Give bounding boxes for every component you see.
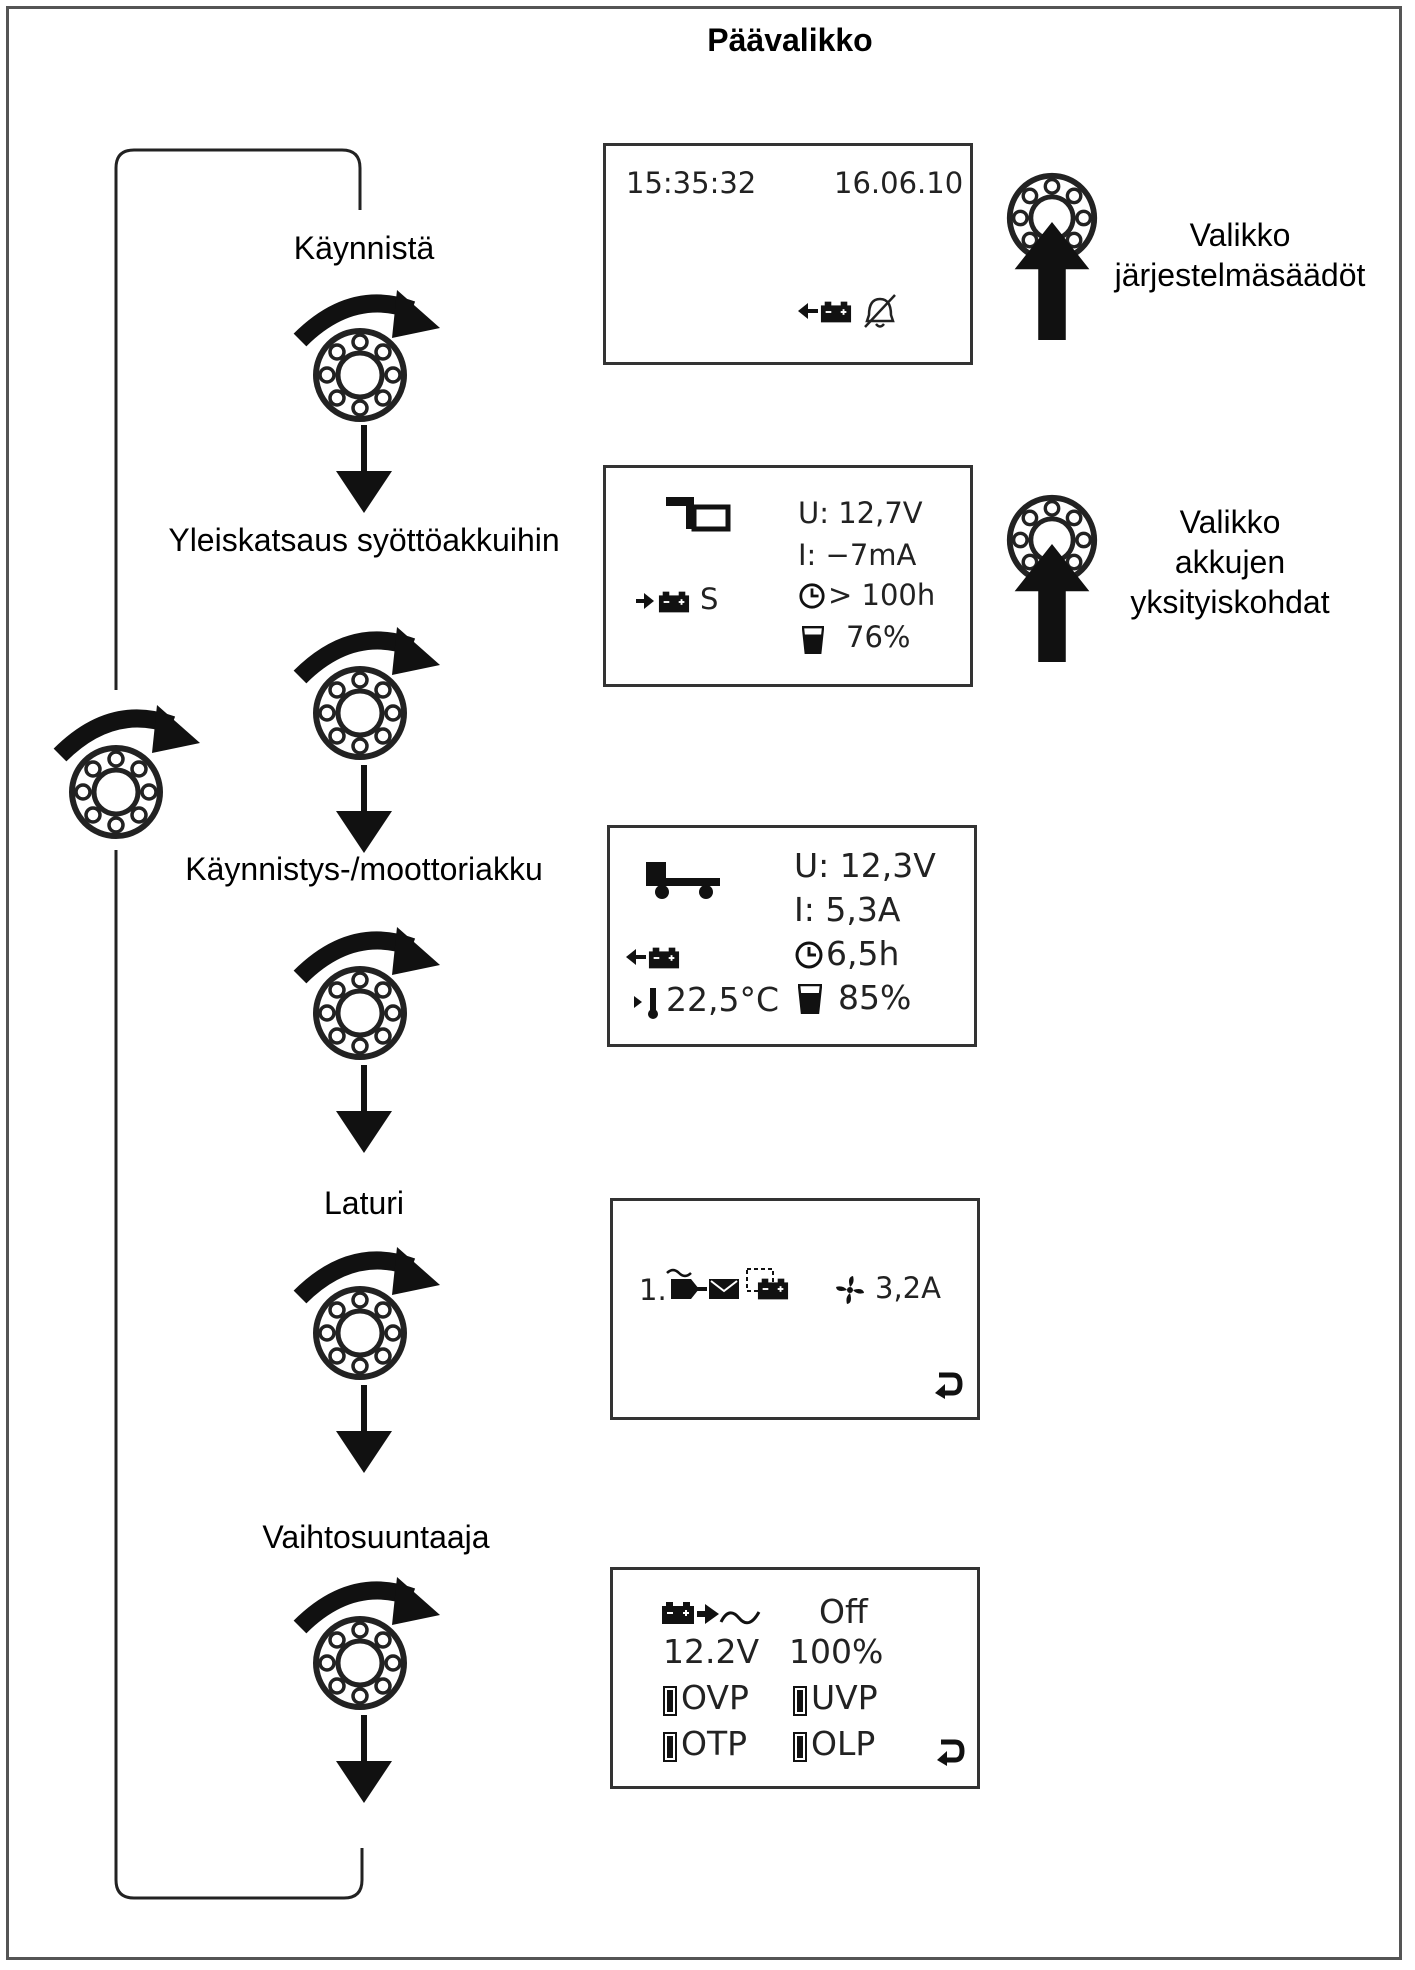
lcd-inverter-state: Off: [819, 1592, 868, 1631]
clock-icon: [798, 582, 826, 610]
down-arrow-icon: [334, 765, 394, 855]
side-label-line: yksityiskohdat: [1130, 584, 1330, 620]
step-label-engine: Käynnistys-/moottoriakku: [185, 851, 543, 887]
plug-icon: [666, 1268, 789, 1300]
battery-icon: [662, 1602, 719, 1624]
led-indicator-icon: [663, 1732, 677, 1762]
lcd-battery-label: S: [700, 582, 719, 616]
side-label-line: järjestelmäsäädöt: [1114, 257, 1366, 293]
clock-icon: [794, 940, 824, 970]
step-label-start: Käynnistä: [293, 230, 435, 266]
down-arrow-icon: [334, 425, 394, 515]
plug-icon: [666, 497, 731, 532]
lcd-olp: OLP: [811, 1724, 876, 1763]
lcd-time-left: > 100h: [828, 578, 936, 612]
lcd-screen-start: 15:35:32 16.06.10: [603, 143, 973, 365]
down-arrow-icon: [334, 1065, 394, 1155]
lcd-screen-engine: 22,5°C U: 12,3V I: 5,3A 6,5h 85%: [607, 825, 977, 1047]
step-label-overview: Yleiskatsaus syöttöakkuihin: [168, 522, 560, 558]
fuel-gauge-icon: [802, 626, 824, 654]
rotary-knob-icon[interactable]: [310, 963, 410, 1063]
bell-muted-icon: [864, 294, 896, 328]
lcd-current: I: 5,3A: [794, 890, 901, 929]
side-label-battery: Valikko akkujen yksityiskohdat: [1090, 502, 1370, 622]
lcd-charger-current: 3,2A: [875, 1271, 941, 1305]
lcd-charger-index: 1.: [639, 1273, 667, 1307]
lcd-time: 15:35:32: [626, 166, 757, 200]
sine-wave-icon: [719, 1611, 761, 1625]
side-label-line: Valikko: [1189, 217, 1291, 253]
lcd-inverter-power: 100%: [789, 1632, 884, 1671]
battery-icon: [636, 591, 690, 613]
side-label-line: akkujen: [1174, 544, 1286, 580]
lcd-charge: 85%: [838, 978, 912, 1017]
down-arrow-icon: [334, 1715, 394, 1805]
rotary-knob-icon[interactable]: [310, 1613, 410, 1713]
diagram-frame: [6, 6, 1402, 1960]
lcd-ovp: OVP: [681, 1678, 749, 1717]
fuel-gauge-icon: [798, 984, 822, 1014]
push-arrow-icon: [1012, 544, 1092, 662]
push-arrow-icon: [1012, 222, 1092, 340]
rotary-knob-icon[interactable]: [310, 1283, 410, 1383]
side-label-line: Valikko: [1179, 504, 1281, 540]
led-indicator-icon: [793, 1686, 807, 1716]
lcd-temperature: 22,5°C: [666, 980, 780, 1019]
down-arrow-icon: [334, 1385, 394, 1475]
lcd-time-left: 6,5h: [826, 934, 900, 973]
truck-icon: [646, 862, 720, 899]
lcd-date: 16.06.10: [834, 166, 964, 200]
led-indicator-icon: [663, 1686, 677, 1716]
led-indicator-icon: [793, 1732, 807, 1762]
rotary-knob-icon[interactable]: [66, 742, 166, 842]
lcd-charge: 76%: [846, 620, 911, 654]
rotary-knob-icon[interactable]: [310, 663, 410, 763]
lcd-screen-inverter: Off 12.2V 100% OVP UVP OTP OLP: [610, 1567, 980, 1789]
step-label-inverter: Vaihtosuuntaaja: [262, 1519, 490, 1555]
thermometer-icon: [634, 988, 658, 1019]
fan-icon: [836, 1276, 864, 1304]
lcd-voltage: U: 12,7V: [798, 496, 923, 530]
lcd-uvp: UVP: [811, 1678, 878, 1717]
lcd-current: I: −7mA: [798, 538, 917, 572]
lcd-voltage: U: 12,3V: [794, 846, 936, 885]
battery-icon: [626, 947, 680, 969]
return-icon: [933, 1369, 963, 1399]
side-label-system: Valikko järjestelmäsäädöt: [1090, 215, 1390, 295]
step-label-charger: Laturi: [323, 1185, 405, 1221]
return-icon: [935, 1736, 965, 1766]
page-title: Päävalikko: [707, 22, 873, 58]
lcd-inverter-voltage: 12.2V: [663, 1632, 760, 1671]
lcd-otp: OTP: [681, 1724, 748, 1763]
rotary-knob-icon[interactable]: [310, 325, 410, 425]
battery-icon: [798, 301, 852, 323]
lcd-screen-charger: 1. 3,2A: [610, 1198, 980, 1420]
lcd-screen-overview: S U: 12,7V I: −7mA > 100h 76%: [603, 465, 973, 687]
